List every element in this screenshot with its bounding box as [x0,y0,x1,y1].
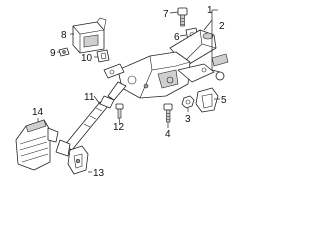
callout-10: 10 [81,53,93,64]
callout-8: 8 [61,30,67,41]
part-14-boot [15,119,59,171]
callout-7: 7 [163,9,169,20]
callout-14: 14 [32,107,44,118]
callout-6: 6 [174,32,180,43]
part-10-connector [96,49,110,63]
part-9-clip [58,47,70,57]
part-13-joint [67,145,89,175]
callout-11: 11 [84,92,95,103]
callout-2: 2 [219,21,225,32]
part-11-intermediate-shaft [55,95,115,157]
leader-lines [37,9,221,173]
part-1-steering-column [103,29,229,101]
callout-5: 5 [221,95,227,106]
callout-3: 3 [185,114,191,125]
part-5-cover [195,87,219,113]
part-12-bolt [115,103,124,119]
callout-12: 12 [113,122,125,133]
steering-column-exploded-diagram: 1 2 3 4 5 6 7 8 9 10 11 12 13 14 [15,5,229,179]
callout-4: 4 [165,129,171,140]
callout-1: 1 [207,5,213,16]
part-7-bolt [177,7,188,27]
part-3-nut [181,95,195,109]
part-4-bolt [163,103,173,123]
callout-13: 13 [93,168,105,179]
callout-9: 9 [50,48,56,59]
part-8-module [72,17,107,54]
